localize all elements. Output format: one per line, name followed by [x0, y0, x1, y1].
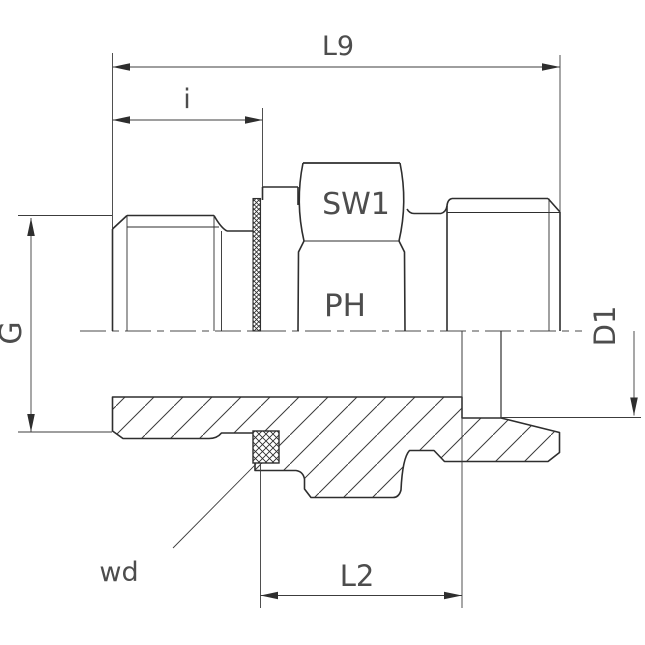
- dimension-l2: L2: [260, 559, 462, 600]
- arrow-right: [542, 63, 560, 71]
- seal-side-view: [252, 197, 262, 332]
- arrow-right: [444, 591, 462, 600]
- dimension-d1: D1: [588, 306, 638, 416]
- seal-leader: wd: [99, 463, 257, 588]
- part-labels: SW1 PH: [322, 187, 390, 324]
- section-hatch-region: [111, 396, 561, 499]
- label-sw1: SW1: [322, 187, 390, 222]
- hex-right-arc: [398, 162, 405, 242]
- label-l9: L9: [322, 31, 354, 62]
- label-i: i: [183, 84, 191, 115]
- arrow-right: [245, 116, 263, 124]
- dimension-g: G: [0, 218, 35, 432]
- hex-right-lower: [398, 240, 406, 332]
- seal-cross-section: [252, 430, 280, 464]
- right-neck-curve-b: [440, 205, 448, 215]
- dimension-i: i: [112, 84, 263, 124]
- label-l2: L2: [340, 559, 375, 593]
- body-section: [111, 331, 561, 499]
- label-g: G: [0, 321, 29, 344]
- body-upper-outline: [111, 162, 561, 332]
- right-stud-chamfer: [547, 197, 561, 213]
- label-ph: PH: [324, 288, 366, 324]
- right-stud-corner: [446, 197, 453, 207]
- arrow-left: [112, 116, 130, 124]
- label-d1: D1: [588, 306, 622, 347]
- left-thread-runout: [213, 215, 228, 232]
- arrow-top: [27, 218, 35, 236]
- label-wd: wd: [99, 557, 138, 588]
- arrow-left: [112, 63, 130, 71]
- left-stud-chamfer: [111, 214, 128, 230]
- hex-left-arc: [298, 162, 305, 242]
- dimension-l9: L9: [112, 31, 560, 71]
- extension-lines: [18, 53, 641, 608]
- arrow-left: [260, 591, 278, 600]
- arrow-bottom: [27, 414, 35, 432]
- right-neck-curve-a: [406, 208, 415, 215]
- arrow-bottom: [630, 397, 638, 416]
- hex-left-lower: [297, 240, 305, 332]
